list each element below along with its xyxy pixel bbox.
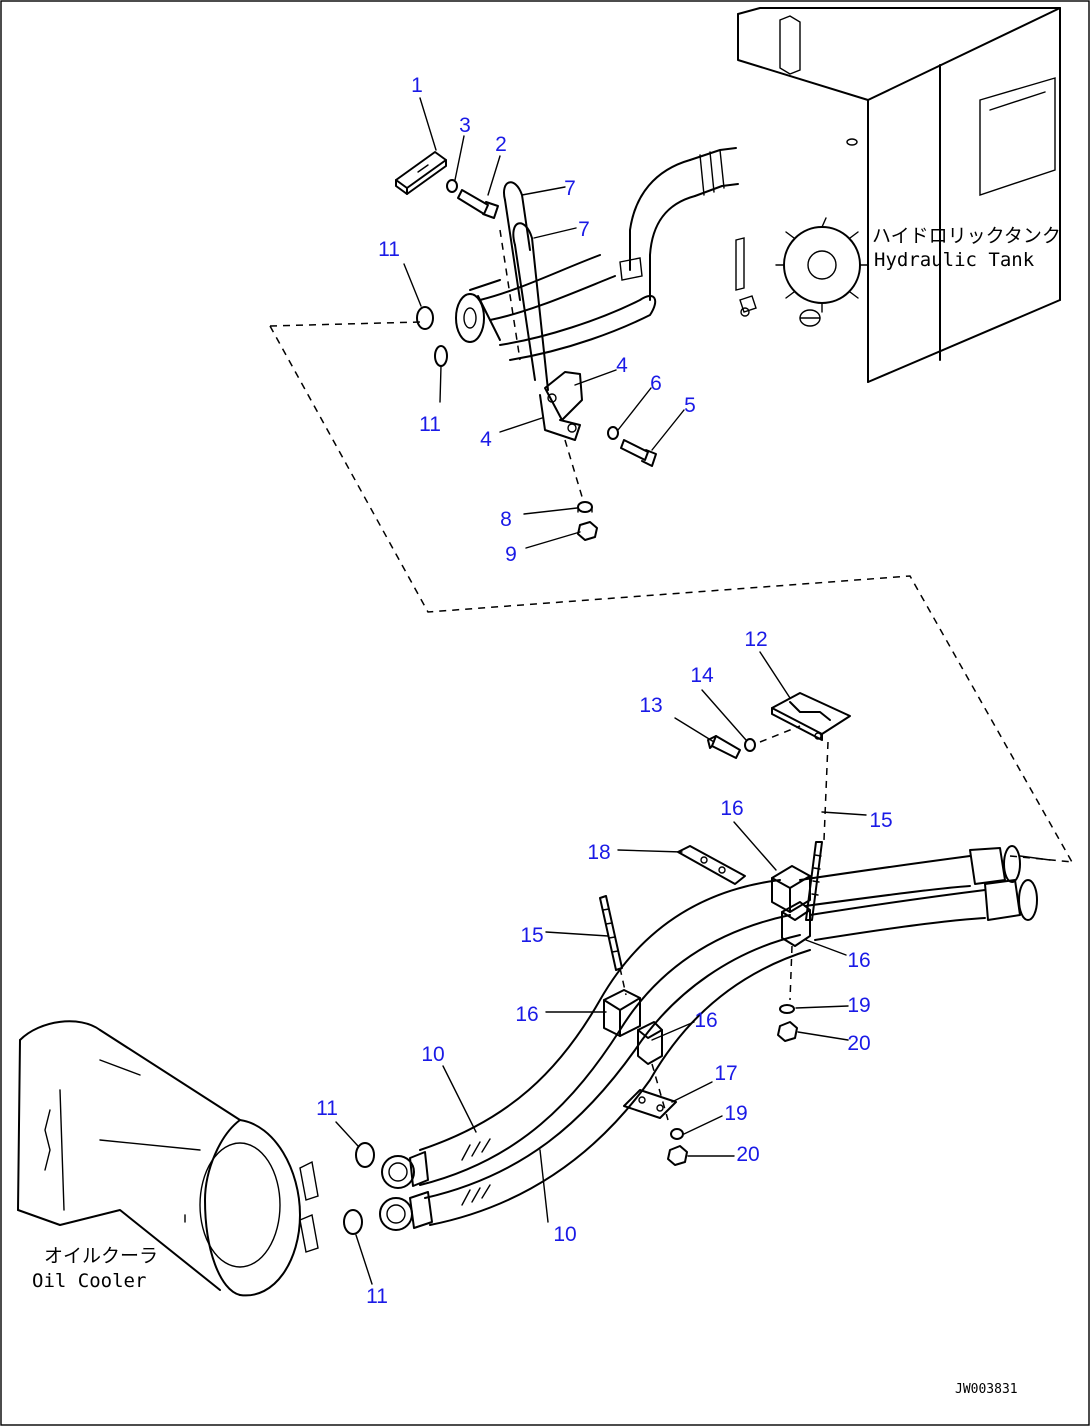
- oil-cooler-label-jp: オイルクーラ: [44, 1245, 158, 1267]
- oil-cooler-drawing: [17, 1020, 319, 1297]
- part-19-washer-left: [670, 1128, 684, 1140]
- part-20-nut-right: [777, 1021, 798, 1042]
- callout-12: 12: [744, 628, 767, 651]
- part-16-clamp-lower-a: [603, 989, 641, 1037]
- callout-20a: 20: [847, 1032, 870, 1055]
- dash-16-19: [789, 945, 793, 1001]
- hose-end-fittings: [379, 1151, 433, 1231]
- part-6-washer: [607, 426, 619, 440]
- upper-hydraulic-pipes: [455, 147, 739, 361]
- part-11-o-rings-upper: [416, 306, 448, 367]
- callout-8: 8: [500, 508, 512, 531]
- hydraulic-tank-label-en: Hydraulic Tank: [874, 249, 1035, 271]
- part-16-clamp-upper-b: [781, 901, 811, 947]
- callout-15a: 15: [869, 809, 892, 832]
- dashed-axis-8-9: [564, 439, 584, 501]
- callout-14: 14: [690, 664, 714, 687]
- part-2-bolt: [457, 189, 499, 219]
- callout-6: 6: [650, 372, 662, 395]
- part-9-nut: [577, 521, 598, 541]
- callout-9: 9: [505, 543, 517, 566]
- part-11-o-rings-lower: [343, 1142, 375, 1235]
- callout-11b: 11: [419, 413, 441, 436]
- part-3-washer: [446, 179, 458, 193]
- part-10-hoses: [419, 845, 1051, 1226]
- hydraulic-tank-drawing: [735, 7, 1061, 383]
- callout-7b: 7: [578, 218, 590, 241]
- callout-19b: 19: [724, 1102, 747, 1125]
- callout-leaders: [335, 97, 867, 1285]
- callout-4a: 4: [616, 354, 628, 377]
- callout-20b: 20: [736, 1143, 759, 1166]
- part-16-clamp-lower-b: [637, 1021, 663, 1065]
- part-19-washer-right: [779, 1004, 795, 1014]
- callout-4b: 4: [480, 428, 492, 451]
- part-14-washer: [744, 738, 756, 752]
- part-13-bolt: [707, 735, 741, 759]
- callout-1: 1: [411, 74, 423, 97]
- callout-11c: 11: [316, 1097, 338, 1120]
- callout-3: 3: [459, 114, 471, 137]
- enclosure-dash-outline: [269, 325, 1073, 863]
- part-4-brackets: [539, 371, 583, 441]
- part-17-plate: [623, 1089, 677, 1119]
- callout-7a: 7: [564, 177, 576, 200]
- callout-10a: 10: [421, 1043, 444, 1066]
- dash-13-12: [759, 725, 801, 743]
- dash-16-17: [651, 1063, 669, 1121]
- callout-18: 18: [587, 841, 610, 864]
- callout-17: 17: [714, 1062, 737, 1085]
- enclosure-dash-top: [269, 321, 421, 327]
- callout-16c: 16: [515, 1003, 538, 1026]
- callout-16a: 16: [720, 797, 743, 820]
- part-20-nut-left: [667, 1145, 688, 1166]
- part-12-plate: [771, 692, 851, 741]
- drawing-code: JW003831: [955, 1382, 1018, 1397]
- callout-13: 13: [639, 694, 662, 717]
- callout-5: 5: [684, 394, 696, 417]
- part-1-clamp: [395, 151, 447, 195]
- part-8-washer: [577, 501, 593, 513]
- part-15-stud-left: [599, 895, 623, 971]
- oil-cooler-label-en: Oil Cooler: [32, 1270, 146, 1292]
- callout-19a: 19: [847, 994, 870, 1017]
- callout-11a: 11: [378, 238, 400, 261]
- part-7-u-bolts: [499, 181, 549, 391]
- part-5-bolt: [620, 439, 657, 467]
- hydraulic-tank-label-jp: ハイドロリックタンク: [872, 225, 1061, 247]
- callout-2: 2: [495, 133, 507, 156]
- part-18-plate: [677, 845, 746, 885]
- callout-16b: 16: [847, 949, 870, 972]
- callout-16d: 16: [694, 1009, 717, 1032]
- callout-15b: 15: [520, 924, 543, 947]
- dash-15-16: [619, 967, 627, 996]
- dash-12-15: [823, 741, 829, 841]
- callout-11d: 11: [366, 1285, 388, 1308]
- callout-numbers: 1 3 2 7 7 11 11 4 4 6 5 8 9 12 14 13 15 …: [316, 74, 893, 1308]
- callout-10b: 10: [553, 1223, 576, 1246]
